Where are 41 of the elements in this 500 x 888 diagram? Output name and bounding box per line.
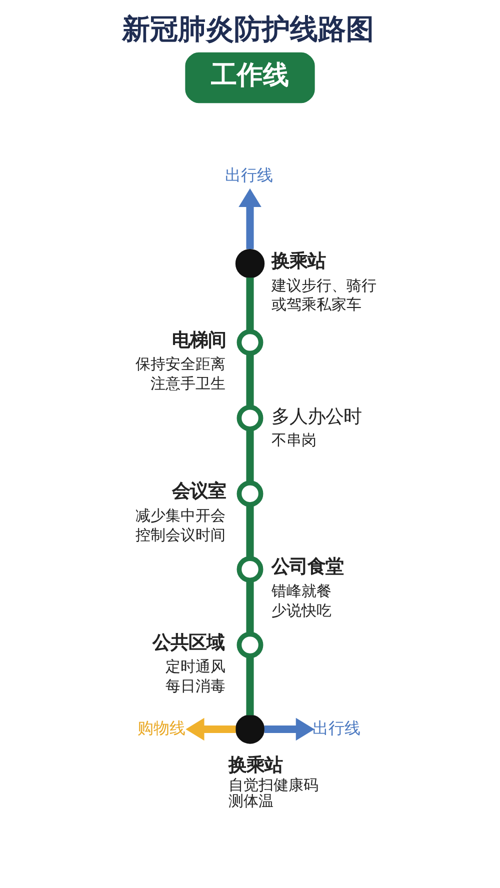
node-circle — [235, 248, 265, 278]
node-label: 保持安全距离 — [135, 355, 226, 374]
node-label: 减少集中开会 — [135, 506, 226, 524]
node-label: 少说快吃 — [272, 601, 332, 620]
arrow — [186, 718, 236, 741]
node-label: 错峰就餐 — [272, 582, 332, 600]
connector — [246, 353, 254, 408]
node-circle — [236, 556, 264, 583]
node-label: 自觉扫健康码 — [228, 776, 318, 794]
diagram-title: 新冠肺炎防护线路图 — [122, 12, 374, 46]
node-label: 不串岗 — [272, 430, 317, 449]
node-label: 注意手卫生 — [150, 374, 226, 393]
arrow — [264, 718, 314, 741]
node-label: 电梯间 — [172, 330, 226, 351]
node-label: 控制会议时间 — [135, 526, 226, 544]
node-label: 换乘站 — [272, 250, 326, 272]
node-label: 测体温 — [228, 792, 274, 810]
node-circle — [236, 480, 264, 507]
connector — [246, 278, 254, 332]
connector — [246, 429, 254, 483]
node-label: 建议步行、骑行 — [272, 276, 377, 294]
node-label: 会议室 — [172, 481, 226, 502]
arrow — [238, 188, 262, 250]
node-label: 公共区域 — [152, 632, 225, 654]
node-label: 多人办公时 — [272, 406, 362, 428]
node-label: 每日消毒 — [166, 677, 226, 696]
node-label: 定时通风 — [166, 658, 226, 676]
node-circle — [236, 632, 264, 658]
node-circle — [235, 714, 265, 744]
node-circle — [236, 404, 264, 432]
connector — [246, 580, 254, 634]
node-text: 购物线 — [138, 718, 186, 738]
node-box: 工作线 — [185, 52, 315, 104]
connector — [246, 504, 254, 558]
node-text: 出行线 — [312, 718, 361, 738]
node-circle — [236, 329, 264, 356]
connector — [246, 656, 254, 716]
node-label: 公司食堂 — [272, 556, 344, 578]
node-label: 换乘站 — [228, 754, 282, 776]
node-label: 或驾乘私家车 — [272, 296, 362, 314]
node-text: 出行线 — [225, 165, 274, 184]
